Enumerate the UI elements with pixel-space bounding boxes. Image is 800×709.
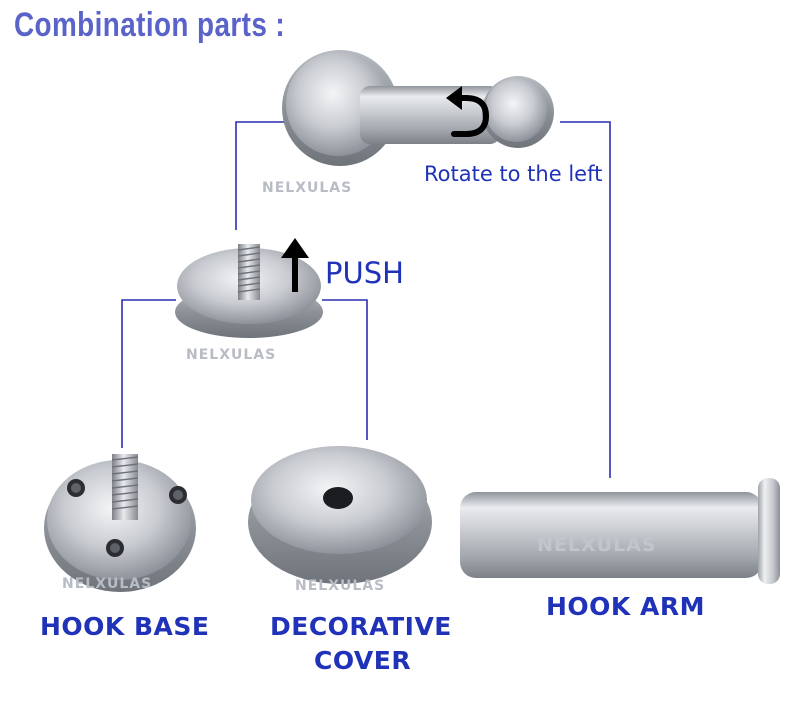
- watermark-mount: NELXULAS: [186, 347, 277, 363]
- push-instruction-label: PUSH: [325, 256, 404, 290]
- connector-lines: [121, 121, 611, 478]
- decorative-cover-label-line1: DECORATIVE: [270, 612, 452, 641]
- hook-arm-label: HOOK ARM: [546, 592, 705, 621]
- mounting-base-image: [175, 244, 323, 338]
- line-assembled-to-arm: [560, 121, 611, 478]
- line-mount-to-hook-base: [121, 299, 176, 448]
- decorative-cover-image: [248, 446, 432, 584]
- hook-base-image: [44, 454, 196, 592]
- watermark-hook-arm: NELXULAS: [537, 534, 657, 556]
- assembled-hook-image: [282, 50, 554, 166]
- watermark-assembled: NELXULAS: [262, 180, 353, 196]
- page-title: Combination parts :: [14, 6, 286, 44]
- line-assembled-to-base-cover: [235, 121, 296, 230]
- watermark-cover: NELXULAS: [295, 578, 386, 594]
- rotate-left-icon: [446, 86, 490, 137]
- hook-base-label: HOOK BASE: [40, 612, 210, 641]
- hook-arm-image: [460, 478, 780, 584]
- line-mount-to-cover: [322, 299, 368, 440]
- push-up-arrow-icon: [281, 238, 309, 292]
- watermark-hook-base: NELXULAS: [62, 576, 153, 592]
- decorative-cover-label-line2: COVER: [314, 646, 412, 675]
- rotate-instruction-label: Rotate to the left: [424, 162, 603, 186]
